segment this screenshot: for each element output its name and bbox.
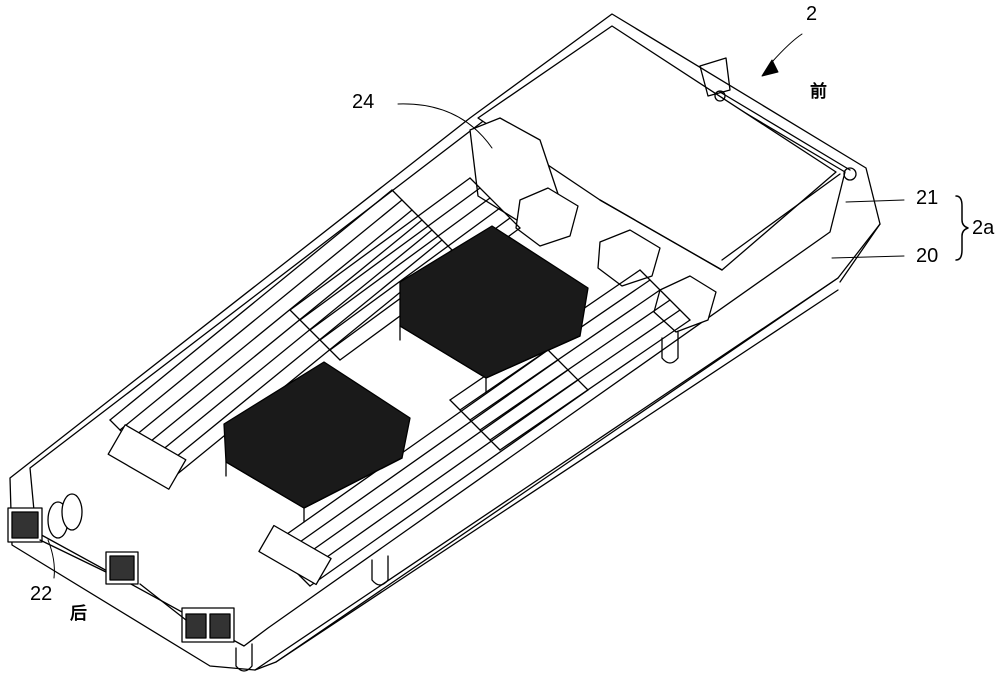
top-cover-edge [599,173,841,271]
callout-label-24: 24 [352,91,375,113]
connector [597,229,661,287]
callout-label-2a: 2a [972,217,995,239]
mounting-loop [661,331,679,364]
dimm-latches [107,424,332,586]
brace-2a [955,195,969,261]
rear-direction-label: 后 [70,604,87,624]
front-direction-label: 前 [810,82,827,102]
callout-label-21: 21 [916,187,939,209]
callout-label-2: 2 [806,3,818,25]
top-cover-21 [477,25,837,271]
heatsink-upper [399,225,589,393]
connector [515,187,579,247]
heatsink-lower [223,361,411,523]
mounting-loop [235,643,253,672]
connector [653,275,717,333]
callout-leaders [47,33,905,579]
front-bracket [699,57,851,171]
callout-label-22: 22 [30,583,53,605]
front-screw [714,90,726,102]
dimm-bank-upper-middle [289,177,521,361]
front-screw [843,167,857,181]
tray-side-wall [254,223,881,671]
mounting-loop [371,555,389,586]
rear-connectors-22 [7,493,235,643]
callout-label-20: 20 [916,245,939,267]
